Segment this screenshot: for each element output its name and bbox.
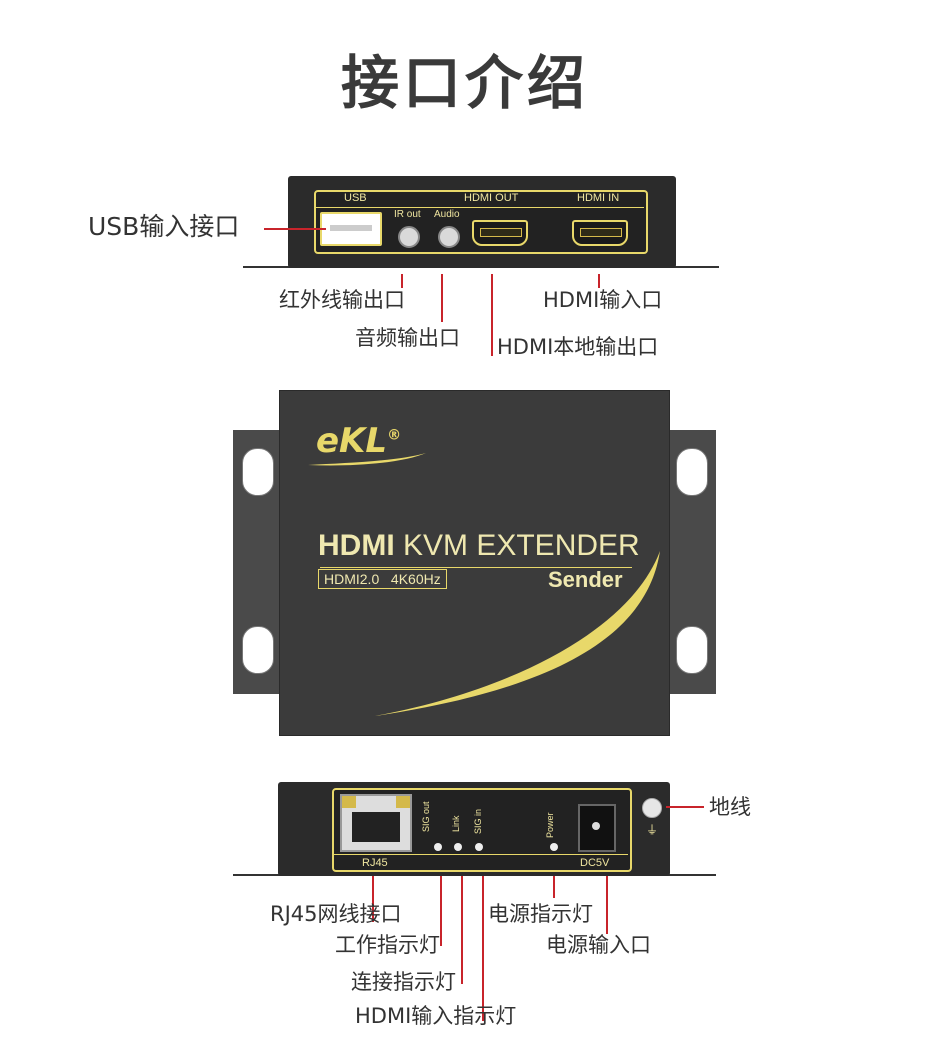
- hdmi-out-port: [472, 220, 528, 246]
- power-in-callout: 电源输入口: [546, 933, 651, 957]
- rj45-label: RJ45: [362, 857, 388, 869]
- rj45-leader: [372, 876, 374, 922]
- ear-slot: [676, 448, 708, 496]
- logo-swoosh: [308, 453, 426, 466]
- work-led-callout: 工作指示灯: [335, 933, 440, 957]
- top-panel: USB HDMI OUT HDMI IN IR out Audio: [288, 176, 676, 268]
- spec-badge: HDMI2.0 4K60Hz: [318, 569, 447, 589]
- work-led-leader: [440, 876, 442, 946]
- power-led: [550, 843, 558, 851]
- power-led-callout: 电源指示灯: [488, 902, 593, 926]
- hdmi-in-port: [572, 220, 628, 246]
- link-led: [454, 843, 462, 851]
- ground-leader: [666, 806, 704, 808]
- ir-leader: [401, 274, 403, 288]
- link-label: Link: [451, 815, 461, 832]
- page-title: 接口介绍: [340, 49, 589, 117]
- sig-in-label: SIG in: [473, 808, 483, 834]
- sig-out-led: [434, 843, 442, 851]
- product-rule: [320, 567, 632, 568]
- ir-out-jack: [398, 226, 420, 248]
- hdmi-out-callout: HDMI本地输出口: [497, 335, 659, 359]
- mounting-ear-left: [233, 430, 281, 694]
- usb-port: [320, 212, 382, 246]
- audio-callout: 音频输出口: [355, 326, 460, 350]
- power-label: Power: [545, 812, 555, 838]
- audio-leader: [441, 274, 443, 322]
- mounting-ear-right: [666, 430, 716, 694]
- hdmi-in-callout: HDMI输入口: [543, 288, 663, 312]
- hdmi-in-leader: [598, 274, 600, 288]
- ear-slot: [242, 448, 274, 496]
- hdmi-out-label: HDMI OUT: [464, 192, 519, 204]
- ir-out-label: IR out: [394, 209, 421, 220]
- hdmi-in-label: HDMI IN: [577, 192, 620, 204]
- hdmi-out-leader: [491, 274, 493, 356]
- top-panel-divider: [316, 207, 644, 208]
- bottom-panel-divider: [334, 854, 628, 855]
- audio-label: Audio: [434, 209, 460, 220]
- sig-out-label: SIG out: [421, 801, 431, 832]
- dc-power-jack: [578, 804, 616, 852]
- swoosh-decoration: [375, 551, 660, 716]
- link-led-callout: 连接指示灯: [351, 970, 456, 994]
- ear-slot: [676, 626, 708, 674]
- ear-slot: [242, 626, 274, 674]
- bottom-panel: RJ45 DC5V SIG out Link SIG in Power ⏚: [278, 782, 670, 876]
- role-label: Sender: [548, 567, 623, 592]
- usb-callout: USB输入接口: [88, 212, 240, 241]
- dc5v-label: DC5V: [580, 857, 610, 869]
- hdmi-in-led-callout: HDMI输入指示灯: [355, 1004, 517, 1028]
- device-body: eKL® HDMI KVM EXTENDER HDMI2.0 4K60Hz Se…: [279, 390, 670, 736]
- ground-callout: 地线: [709, 795, 751, 819]
- power-led-leader: [553, 876, 555, 898]
- power-in-leader: [606, 876, 608, 934]
- usb-leader: [264, 228, 326, 230]
- rj45-callout: RJ45网线接口: [270, 902, 402, 926]
- ground-symbol-icon: ⏚: [646, 823, 659, 837]
- hdmi-in-led-leader: [482, 876, 484, 1021]
- usb-label: USB: [344, 192, 367, 204]
- audio-jack: [438, 226, 460, 248]
- ir-callout: 红外线输出口: [279, 288, 405, 312]
- rj45-port: [340, 794, 412, 852]
- link-led-leader: [461, 876, 463, 984]
- brand-logo: eKL®: [316, 421, 402, 461]
- sig-in-led: [475, 843, 483, 851]
- ground-screw: [642, 798, 662, 818]
- product-name: HDMI KVM EXTENDER: [318, 529, 640, 562]
